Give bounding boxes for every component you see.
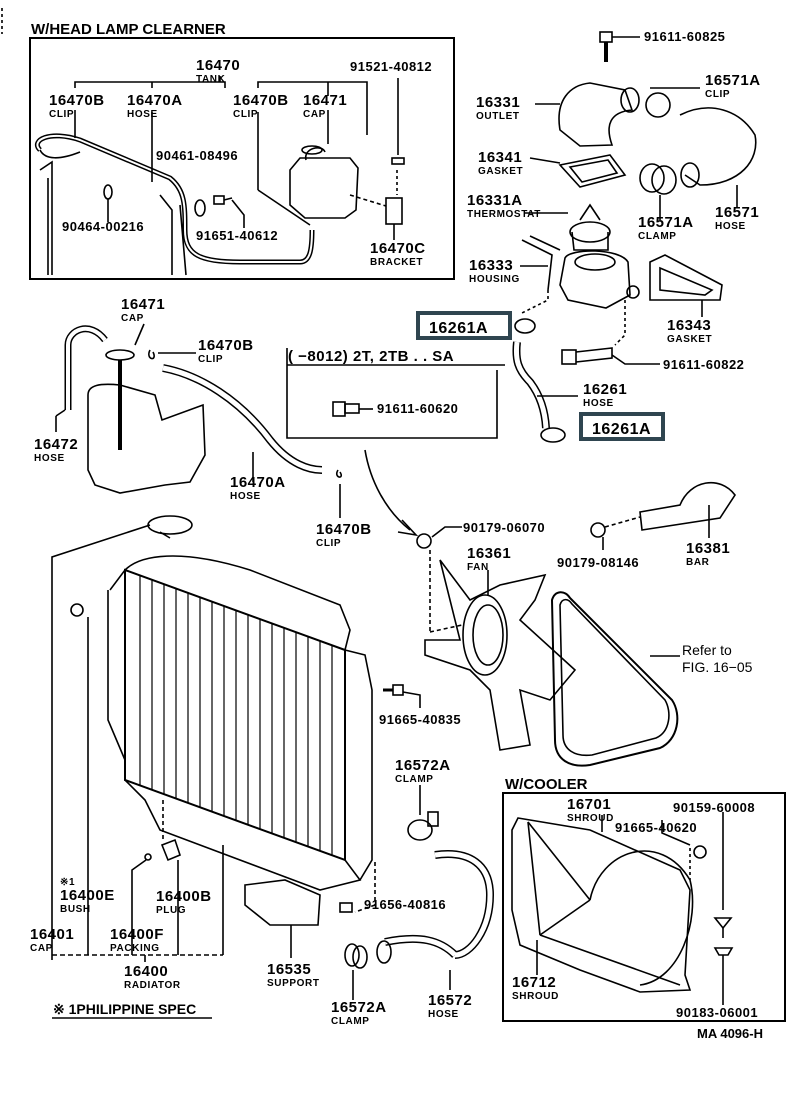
part-label-90179-08146: 90179-08146 [557, 555, 640, 570]
part-label-91656-40816: 91656-40816 [364, 897, 447, 912]
cooler-title: W/COOLER [505, 776, 588, 793]
figure-id: MA 4096-H [697, 1026, 763, 1041]
fan-art [416, 481, 736, 767]
variant-box-title: ( −8012) 2T, 2TB . . SA [288, 348, 455, 365]
variant-box-art [286, 348, 505, 439]
part-label-91611-60620: 91611-60620 [377, 401, 459, 416]
part-label-91611-60825: 91611-60825 [644, 29, 726, 44]
reservoir-art [55, 323, 342, 518]
part-label-90183-06001: 90183-06001 [676, 1005, 759, 1020]
footnote: ※ 1PHILIPPINE SPEC [53, 1001, 197, 1017]
part-label-91521-40812: 91521-40812 [350, 59, 433, 74]
part-label-90464-00216: 90464-00216 [62, 219, 145, 234]
part-label-91651-40612: 91651-40612 [196, 228, 279, 243]
part-label-91665-40835: 91665-40835 [379, 712, 462, 727]
part-label-91611-60822: 91611-60822 [663, 357, 745, 372]
headlamp-cleaner-frame [29, 37, 455, 280]
part-label-90159-60008: 90159-60008 [673, 800, 756, 815]
highlight-16261A-top[interactable]: 16261A [416, 311, 512, 340]
part-label-90461-08496: 90461-08496 [156, 148, 239, 163]
shroud-art [502, 792, 786, 1022]
part-label-90179-06070: 90179-06070 [463, 520, 546, 535]
variant-arrow [364, 449, 411, 531]
headlamp-cleaner-art [35, 76, 405, 276]
part-label-91665-40620: 91665-40620 [615, 820, 698, 835]
radiator-art [51, 515, 495, 1000]
variant-arrowhead [397, 519, 419, 537]
headlamp-cleaner-title: W/HEAD LAMP CLEARNER [31, 21, 226, 38]
highlight-16261A-bottom[interactable]: 16261A [579, 412, 665, 441]
outlet-art [512, 31, 757, 443]
